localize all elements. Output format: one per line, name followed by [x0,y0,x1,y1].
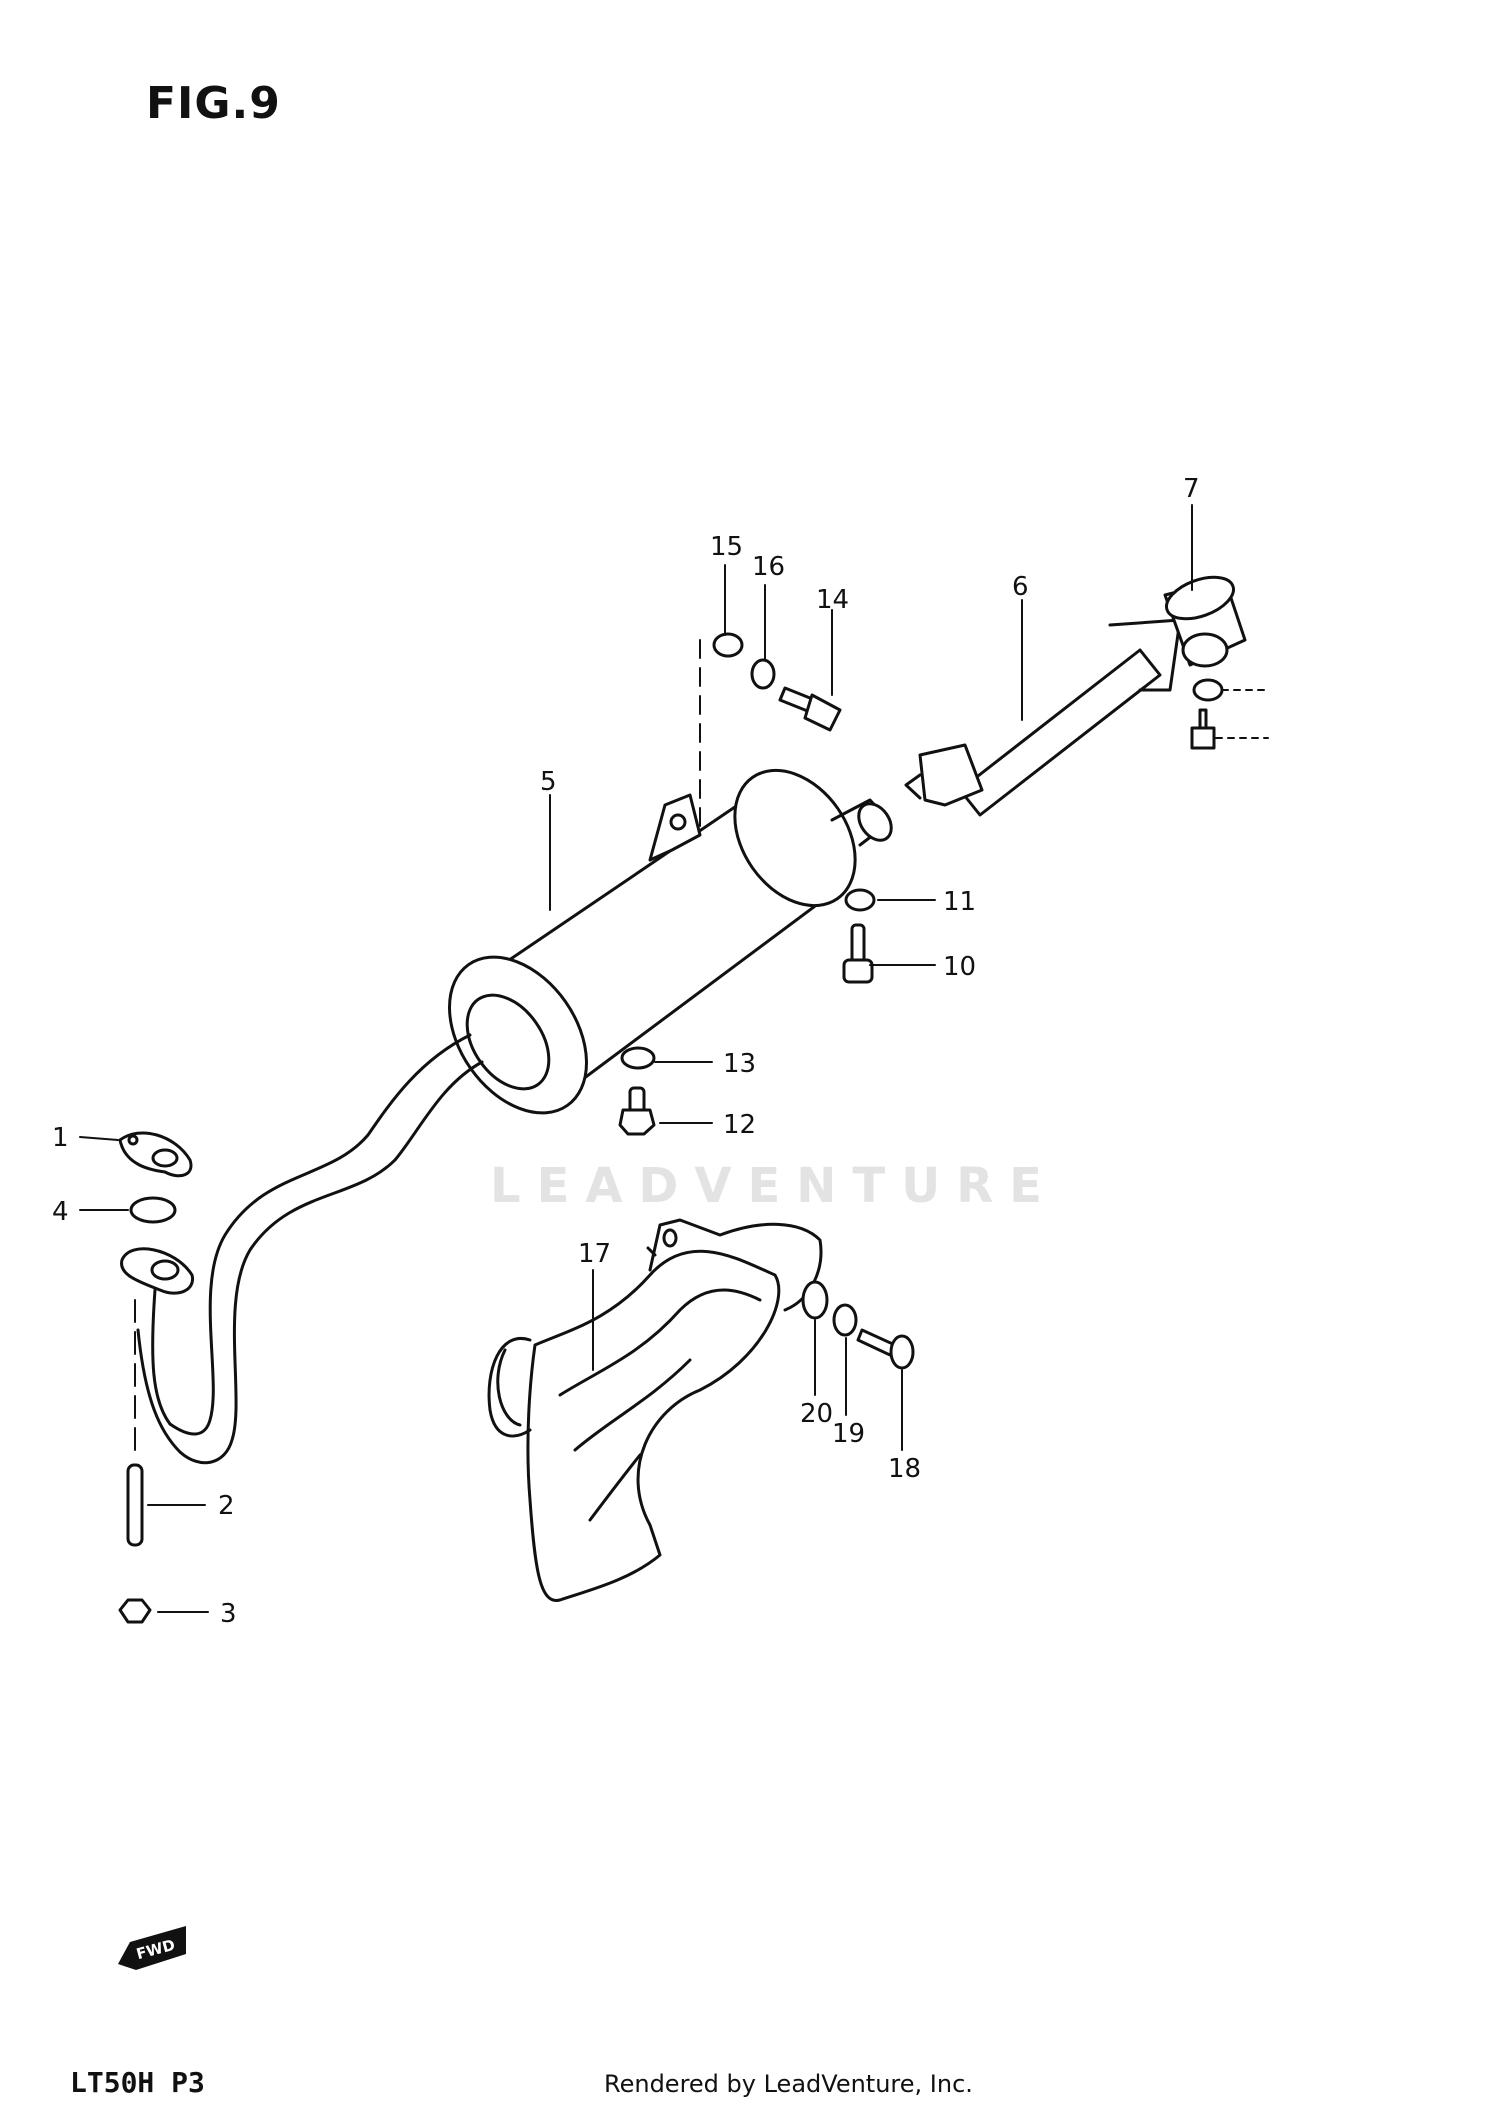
bolt-part-10[interactable] [842,923,874,984]
stud-part-2[interactable] [126,1463,144,1547]
callout-16: 16 [752,552,785,582]
bolt-part-12[interactable] [618,1086,656,1136]
callout-6: 6 [1012,572,1029,602]
spring-washer-part-19[interactable] [832,1303,858,1337]
watermark-text: LEADVENTURE [490,1158,1058,1214]
callout-12: 12 [723,1110,756,1140]
footer-credit: Rendered by LeadVenture, Inc. [604,2070,973,2098]
bolt-part-14[interactable] [778,686,842,732]
washer-part-20[interactable] [801,1280,829,1320]
callout-1: 1 [52,1123,69,1153]
washer-part-11[interactable] [844,888,876,912]
washer-part-4[interactable] [129,1196,177,1224]
figure-title: FIG.9 [146,78,281,129]
callout-5: 5 [540,767,557,797]
callout-11: 11 [943,887,976,917]
callout-4: 4 [52,1197,69,1227]
pipe-flange[interactable] [120,1247,195,1295]
callout-10: 10 [943,952,976,982]
callout-14: 14 [816,585,849,615]
nut-part-3[interactable] [118,1598,152,1624]
forward-direction-arrow: FWD [118,1926,186,1970]
muffler-part-5[interactable] [421,748,898,1139]
callout-7: 7 [1183,474,1200,504]
callout-19: 19 [832,1419,865,1449]
gasket-part-1[interactable] [118,1131,193,1178]
screw-cap[interactable] [1190,708,1216,750]
callout-17: 17 [578,1239,611,1269]
tailpipe-part-6[interactable] [904,618,1182,817]
model-code: LT50H P3 [70,2066,205,2099]
exhaust-pipe[interactable] [136,1033,484,1465]
heat-guard-part-17[interactable] [487,1218,823,1602]
callout-3: 3 [220,1599,237,1629]
cap-part-7[interactable] [1161,569,1247,668]
spring-washer-part-16[interactable] [750,658,776,690]
callout-15: 15 [710,532,743,562]
callout-labels: 1 2 3 4 5 6 7 10 11 12 13 14 15 16 17 18… [52,474,1200,1629]
callout-13: 13 [723,1049,756,1079]
washer-part-13[interactable] [620,1046,656,1070]
leader-lines [79,504,1269,1613]
washer-cap[interactable] [1192,678,1224,702]
callout-2: 2 [218,1491,235,1521]
callout-18: 18 [888,1454,921,1484]
washer-part-15[interactable] [712,632,744,658]
bolt-part-18[interactable] [856,1328,915,1370]
callout-20: 20 [800,1399,833,1429]
